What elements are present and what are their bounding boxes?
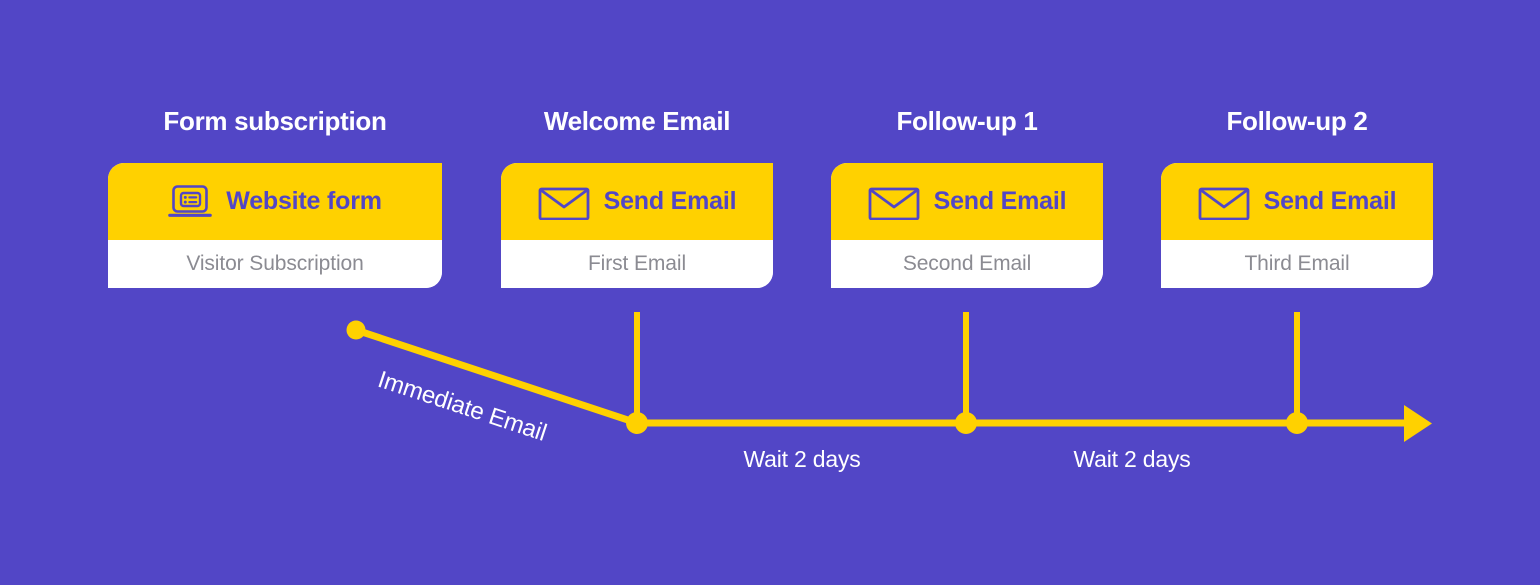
- stage-follow-up-1[interactable]: Follow-up 1 Send Email Second Email: [831, 106, 1103, 288]
- stage-title-follow-up-2: Follow-up 2: [1226, 106, 1368, 136]
- card-detail-label-welcome-email: First Email: [587, 252, 687, 275]
- stage-title-follow-up-1: Follow-up 1: [896, 106, 1038, 136]
- card-follow-up-1[interactable]: Send Email Second Email: [831, 163, 1103, 288]
- card-footer-follow-up-1: Second Email: [831, 240, 1103, 288]
- laptop-form-icon: [168, 184, 213, 220]
- wait-label-1: Wait 2 days: [743, 446, 861, 472]
- card-header-welcome-email: Send Email: [501, 163, 773, 240]
- stage-title-welcome-email: Welcome Email: [543, 106, 731, 136]
- envelope-icon: [868, 184, 920, 220]
- card-follow-up-2[interactable]: Send Email Third Email: [1161, 163, 1433, 288]
- card-detail-label-follow-up-2: Third Email: [1244, 252, 1350, 275]
- envelope-icon: [1198, 184, 1250, 220]
- card-footer-form-subscription: Visitor Subscription: [108, 240, 442, 288]
- card-action-label-follow-up-2: Send Email: [1263, 187, 1397, 215]
- card-footer-follow-up-2: Third Email: [1161, 240, 1433, 288]
- card-action-label-welcome-email: Send Email: [603, 187, 737, 215]
- stage-title-form-subscription: Form subscription: [163, 106, 387, 136]
- card-footer-welcome-email: First Email: [501, 240, 773, 288]
- card-header-follow-up-2: Send Email: [1161, 163, 1433, 240]
- card-action-label-follow-up-1: Send Email: [933, 187, 1067, 215]
- envelope-icon: [538, 184, 590, 220]
- card-header-form-subscription: Website form: [108, 163, 442, 240]
- card-detail-label-form-subscription: Visitor Subscription: [186, 252, 364, 275]
- stage-follow-up-2[interactable]: Follow-up 2 Send Email Third Email: [1161, 106, 1433, 288]
- stage-form-subscription[interactable]: Form subscription Website form: [108, 106, 442, 288]
- stage-welcome-email[interactable]: Welcome Email Send Email First Email: [501, 106, 773, 288]
- card-welcome-email[interactable]: Send Email First Email: [501, 163, 773, 288]
- card-action-label-form-subscription: Website form: [226, 187, 382, 215]
- card-header-follow-up-1: Send Email: [831, 163, 1103, 240]
- wait-label-2: Wait 2 days: [1073, 446, 1191, 472]
- card-form-subscription[interactable]: Website form Visitor Subscription: [108, 163, 442, 288]
- card-detail-label-follow-up-1: Second Email: [902, 252, 1032, 275]
